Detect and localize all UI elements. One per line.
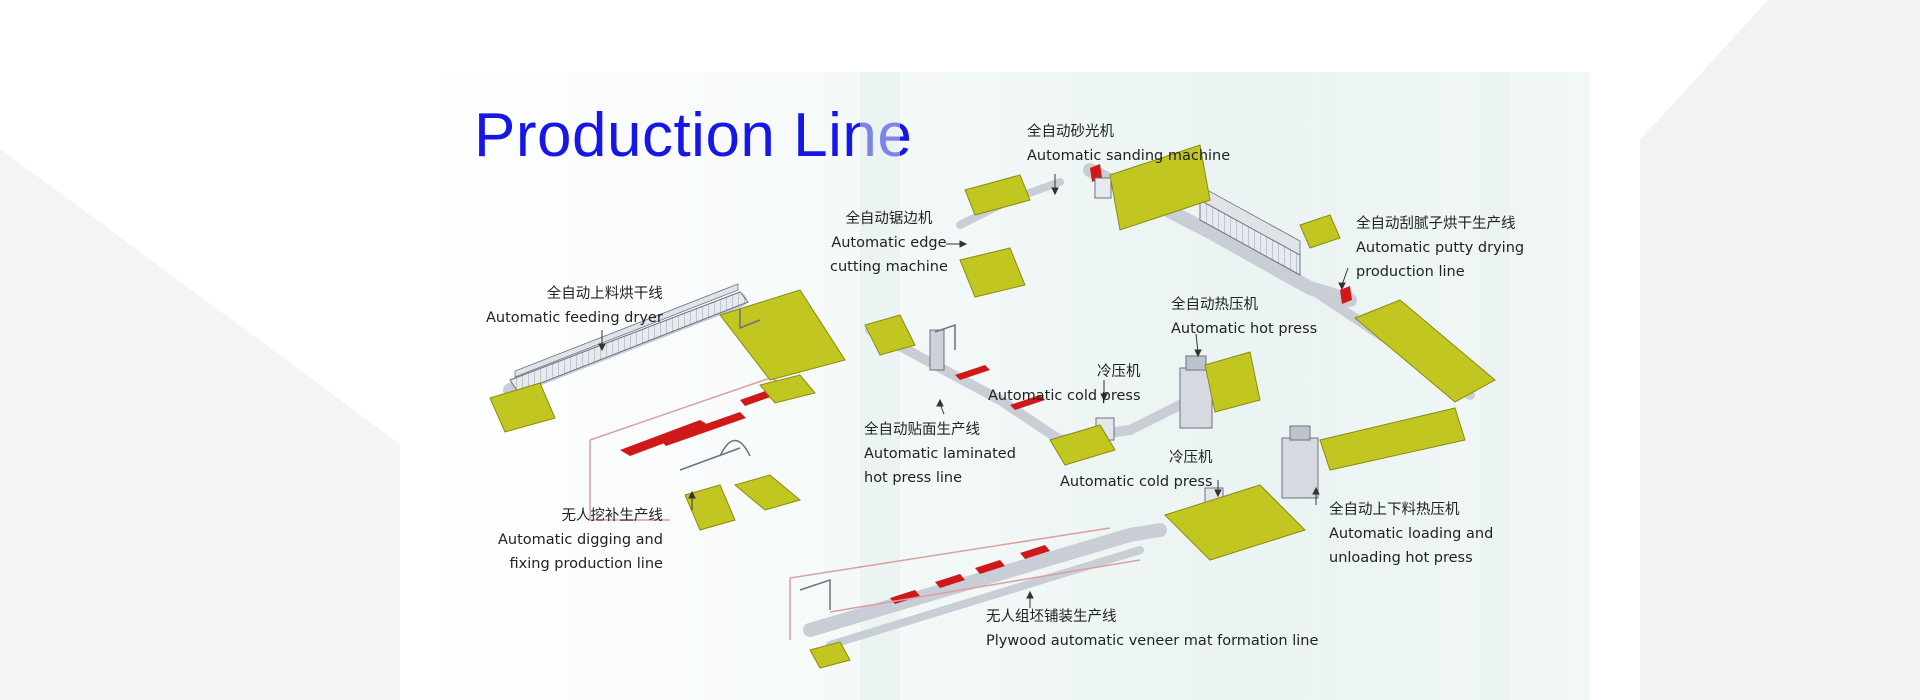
label-feeding-dryer: 全自动上料烘干线 Automatic feeding dryer	[486, 286, 663, 326]
gantry-frames	[679, 308, 956, 610]
label-cold-press-1: 冷压机 Automatic cold press	[988, 364, 1141, 404]
label-cold-press-2: 冷压机 Automatic cold press	[1060, 450, 1213, 490]
label-loading-hot-press: 全自动上下料热压机 Automatic loading and unloadin…	[1329, 502, 1494, 566]
board-stacks	[489, 144, 1496, 669]
label-veneer-mat: 无人组坯铺装生产线 Plywood automatic veneer mat f…	[986, 609, 1319, 649]
label-digging-fixing: 无人挖补生产线 Automatic digging and fixing pro…	[498, 508, 663, 572]
leader-arrows	[598, 174, 1349, 608]
label-sanding-machine: 全自动砂光机 Automatic sanding machine	[1027, 124, 1231, 164]
label-putty-drying: 全自动刮腻子烘干生产线 Automatic putty drying produ…	[1356, 216, 1525, 280]
background-shape-right	[1640, 0, 1920, 700]
dryer-tunnels	[509, 185, 1301, 393]
label-laminated-line: 全自动贴面生产线 Automatic laminated hot press l…	[864, 422, 1016, 486]
page-title: Production Line	[474, 101, 913, 170]
label-hot-press: 全自动热压机 Automatic hot press	[1171, 297, 1318, 337]
label-edge-cutting: 全自动锯边机 Automatic edge cutting machine	[830, 211, 948, 275]
